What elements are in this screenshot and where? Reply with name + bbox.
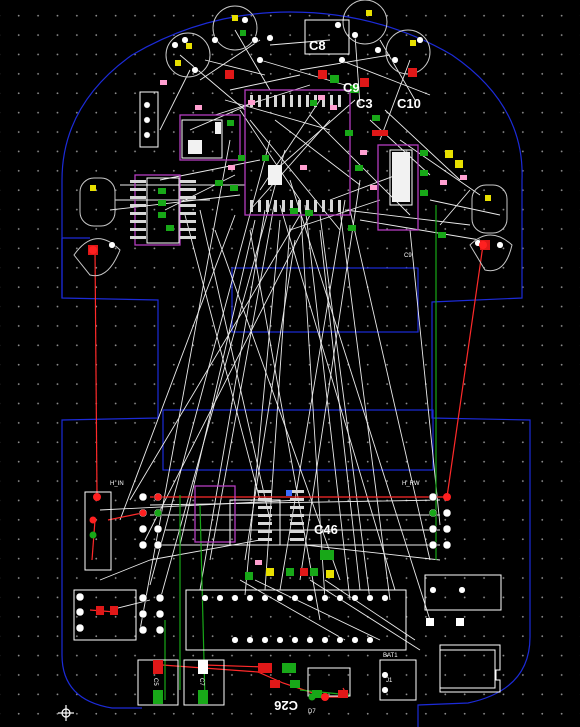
designator-c10: C10 bbox=[397, 96, 421, 111]
component-outlines bbox=[73, 19, 502, 706]
side-slot-left bbox=[61, 237, 90, 298]
battery-cutout bbox=[231, 267, 419, 333]
copper-traces bbox=[89, 244, 484, 698]
smd-components bbox=[88, 10, 491, 704]
keepout-regions bbox=[134, 89, 419, 543]
sensor-rings bbox=[73, 0, 513, 277]
designator-c9-top: C9 bbox=[343, 80, 360, 95]
designator-c26: C26 bbox=[274, 698, 298, 713]
designator-c9-bottom: C9 bbox=[404, 253, 412, 259]
lower-cutout bbox=[162, 409, 434, 471]
origin-marker bbox=[58, 705, 74, 721]
copper-traces-green bbox=[164, 205, 437, 701]
through-hole-pads bbox=[75, 16, 504, 694]
designator-c8: C8 bbox=[309, 38, 326, 53]
designator-h-rw: H_RW bbox=[402, 481, 420, 487]
ratsnest-lines bbox=[99, 29, 501, 651]
vias-green bbox=[89, 509, 437, 701]
designator-j1: J1 bbox=[386, 678, 393, 684]
designator-c3: C3 bbox=[356, 96, 373, 111]
vias bbox=[89, 241, 487, 701]
designator-c7: C7 bbox=[198, 678, 204, 686]
designator-bat1: BAT1 bbox=[383, 653, 398, 659]
designator-h-in: H_IN bbox=[110, 481, 124, 487]
designator-c5: C5 bbox=[152, 678, 158, 686]
designator-d7: D7 bbox=[308, 709, 316, 715]
designator-c46: C46 bbox=[314, 522, 338, 537]
